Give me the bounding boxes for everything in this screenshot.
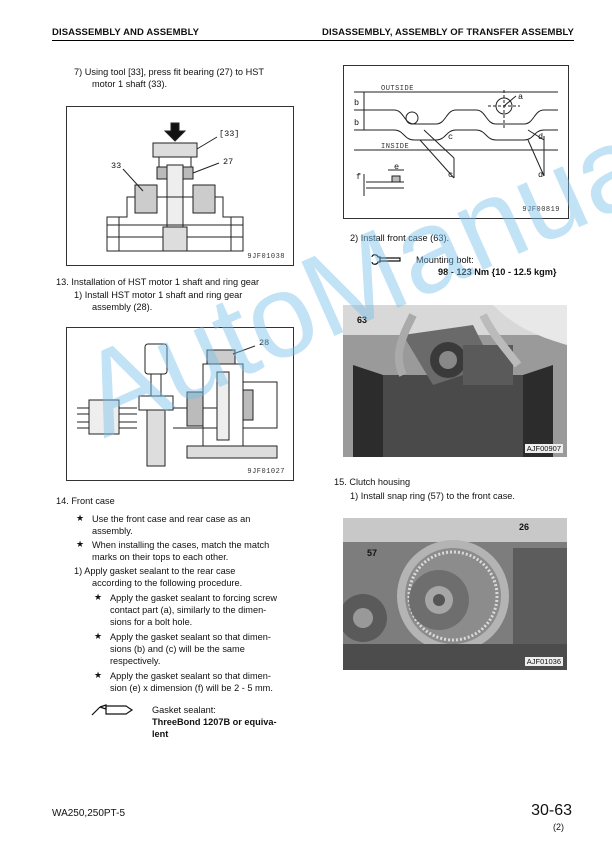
label-f: f [356, 172, 362, 182]
sealant-value-line1: ThreeBond 1207B or equiva- [152, 717, 277, 727]
figure-id: 9JF00819 [522, 206, 560, 214]
figure-gasket-diagram: OUTSIDE INSIDE a b b c c d d e f 9JF0081… [343, 65, 569, 219]
sealant-value-line2: lent [152, 729, 169, 739]
label-part-28: 28 [259, 338, 270, 348]
label-part-33: 33 [111, 161, 122, 171]
label-d-upper: d [538, 132, 544, 142]
front-case-photo-drawing [343, 305, 567, 457]
footer-revision: (2) [553, 822, 564, 832]
photo-clutch-housing: 26 57 AJF01036 [343, 518, 567, 670]
step7-line1: 7) Using tool [33], press fit bearing (2… [74, 67, 264, 77]
star1-line2: assembly. [92, 526, 133, 536]
sub2-line3: respectively. [110, 656, 161, 666]
header-rule [52, 40, 574, 41]
label-c-upper: c [448, 132, 454, 142]
label-tool-33: [33] [219, 129, 240, 139]
figure-id: 9JF01038 [247, 253, 285, 261]
sub3-line1: Apply the gasket sealant so that dimen- [110, 671, 271, 681]
label-d-lower: d [538, 170, 544, 180]
section14-step1-line2: according to the following procedure. [92, 578, 243, 588]
section14-step1-line1: 1) Apply gasket sealant to the rear case [74, 566, 236, 576]
photo-id: AJF01036 [524, 657, 563, 666]
label-part-57: 57 [367, 548, 378, 558]
photo-id: AJF00907 [524, 444, 563, 453]
footer-model: WA250,250PT-5 [52, 808, 126, 819]
sub2-line1: Apply the gasket sealant so that dimen- [110, 632, 271, 642]
star2-line2: marks on their tops to each other. [92, 552, 229, 562]
figure-hst-shaft: 28 9JF01027 [66, 327, 294, 481]
label-e: e [394, 162, 400, 172]
star-icon: ★ [76, 539, 85, 549]
figure-bearing-press: [33] 27 33 9JF01038 [66, 106, 294, 266]
step2-text: 2) Install front case (63). [350, 233, 450, 243]
section14-title: 14. Front case [56, 496, 115, 506]
footer-page-number: 30-63 [531, 802, 572, 819]
section13-title: 13. Installation of HST motor 1 shaft an… [56, 277, 260, 287]
clutch-housing-photo-drawing [343, 518, 567, 670]
star1-line1: Use the front case and rear case as an [92, 514, 251, 524]
header-left: DISASSEMBLY AND ASSEMBLY [52, 27, 200, 38]
star-icon: ★ [94, 631, 103, 641]
gasket-diagram-drawing [354, 90, 558, 196]
section13-step1-line2: assembly (28). [92, 302, 153, 312]
wrench-icon [371, 254, 401, 265]
section15-title: 15. Clutch housing [334, 477, 411, 487]
sub2-line2: sions (b) and (c) will be the same [110, 644, 245, 654]
star2-line1: When installing the cases, match the mat… [92, 540, 270, 550]
step7-line2: motor 1 shaft (33). [92, 79, 168, 89]
sub3-line2: sion (e) x dimension (f) will be 2 - 5 m… [110, 683, 273, 693]
label-part-63: 63 [357, 315, 368, 325]
sealant-tube-icon [91, 704, 134, 716]
bearing-press-drawing [106, 122, 244, 252]
star-icon: ★ [76, 513, 85, 523]
label-part-26: 26 [519, 522, 530, 532]
label-c-lower: c [448, 170, 454, 180]
header-right: DISASSEMBLY, ASSEMBLY OF TRANSFER ASSEMB… [322, 27, 574, 38]
mounting-bolt-label: Mounting bolt: [416, 255, 474, 265]
sealant-label: Gasket sealant: [152, 705, 216, 715]
section15-step1: 1) Install snap ring (57) to the front c… [350, 491, 515, 501]
photo-front-case: 63 AJF00907 [343, 305, 567, 457]
star-icon: ★ [94, 592, 103, 602]
label-a: a [518, 92, 524, 102]
label-part-27: 27 [223, 157, 234, 167]
star-icon: ★ [94, 670, 103, 680]
figure-id: 9JF01027 [247, 468, 285, 476]
mounting-bolt-value: 98 - 123 Nm {10 - 12.5 kgm} [438, 267, 557, 277]
label-outside: OUTSIDE [381, 85, 414, 93]
section13-step1-line1: 1) Install HST motor 1 shaft and ring ge… [74, 290, 243, 300]
sub1-line1: Apply the gasket sealant to forcing scre… [110, 593, 277, 603]
label-b-lower: b [354, 118, 360, 128]
hst-shaft-drawing [77, 343, 278, 467]
sub1-line2: contact part (a), similarly to the dimen… [110, 605, 267, 615]
label-inside: INSIDE [381, 143, 410, 151]
label-b-upper: b [354, 98, 360, 108]
sub1-line3: sions for a bolt hole. [110, 617, 193, 627]
